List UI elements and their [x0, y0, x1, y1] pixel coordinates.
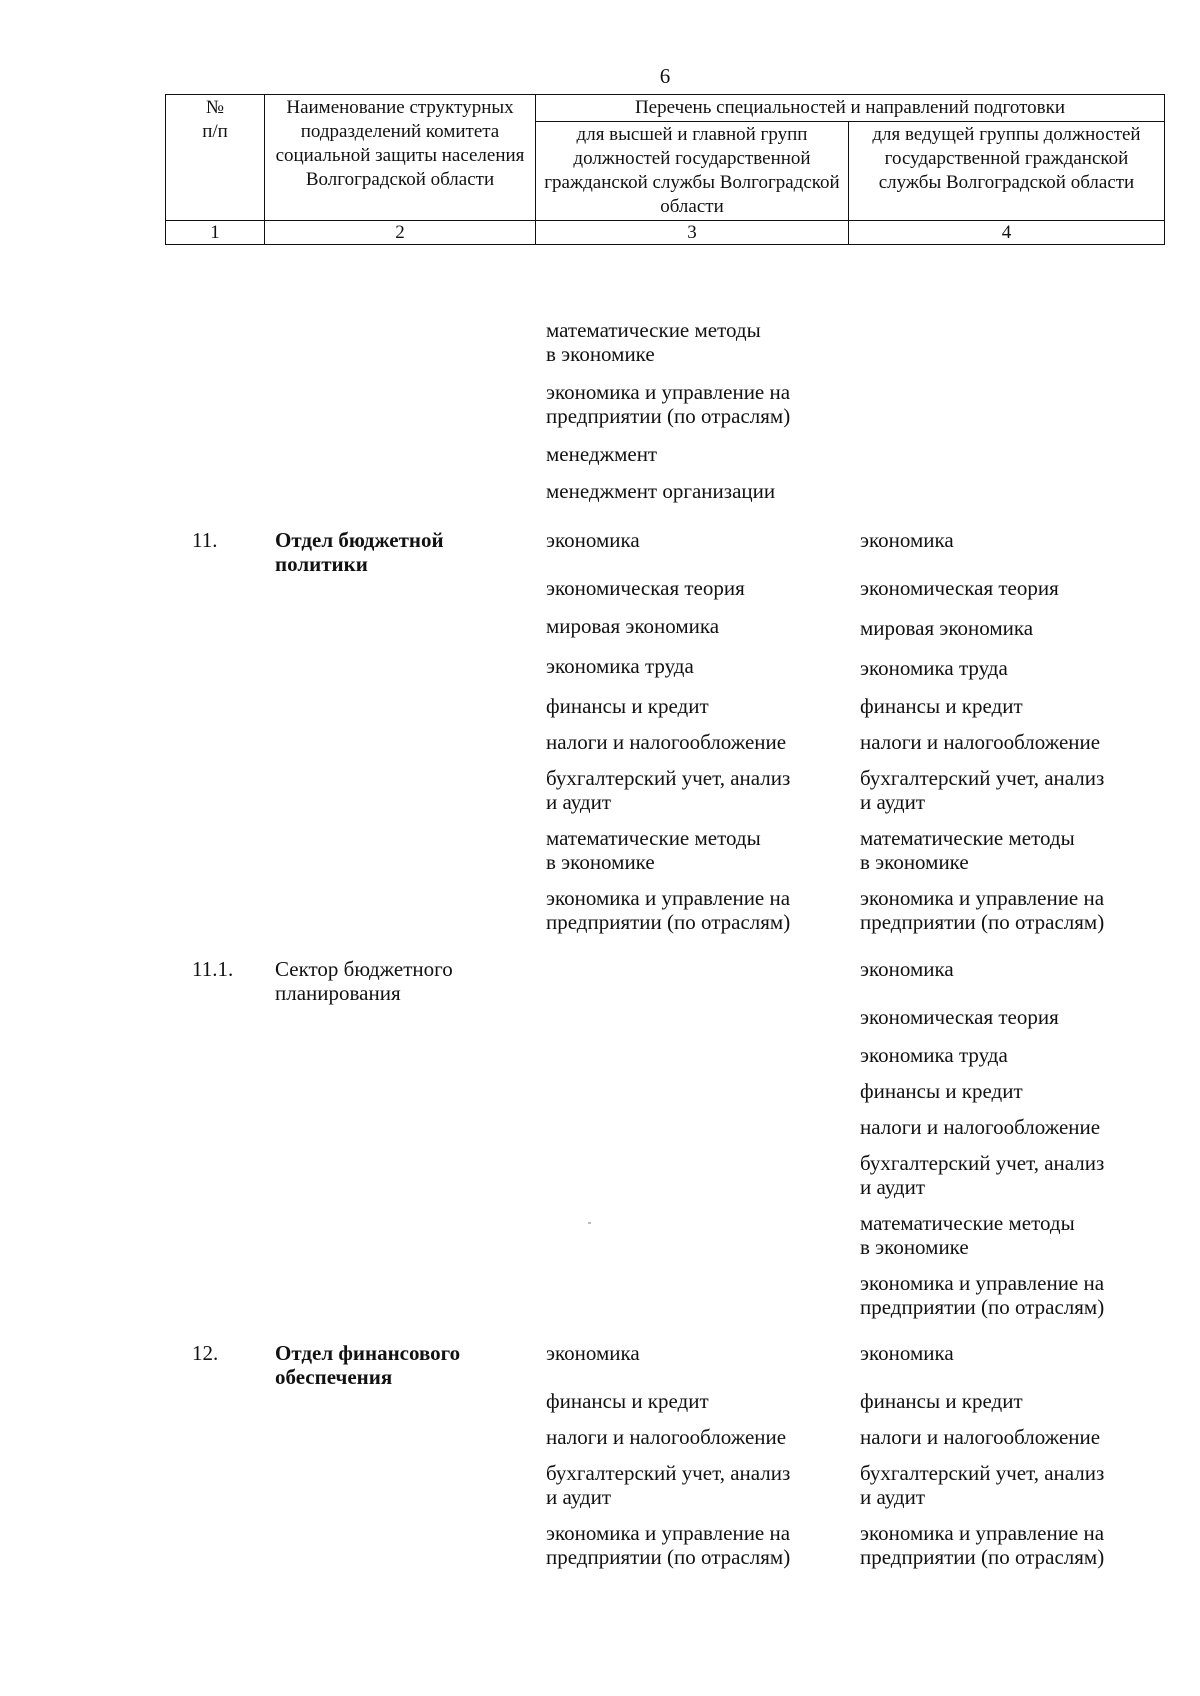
header-group-title: Перечень специальностей и направлений по… [535, 94, 1165, 122]
specialty-item: мировая экономика [860, 616, 1034, 640]
specialty-item: экономика труда [860, 1043, 1008, 1067]
page-number: 6 [659, 64, 671, 88]
specialty-item: экономическая теория [546, 576, 745, 600]
row-number: 12. [192, 1341, 219, 1365]
table-header: № п/п Наименование структурных подраздел… [165, 94, 1165, 245]
specialty-item: экономика [860, 528, 954, 552]
specialty-item: экономика труда [860, 656, 1008, 680]
specialty-item: экономика [860, 1341, 954, 1365]
header-col-leading: для ведущей группы должностей государств… [848, 121, 1165, 221]
specialty-item: экономическая теория [860, 1005, 1059, 1029]
continuation-item: менеджмент организации [546, 479, 776, 503]
specialty-item: налоги и налогообложение [860, 1115, 1101, 1139]
continuation-item: менеджмент [546, 442, 658, 466]
specialty-item: финансы и кредит [860, 694, 1023, 718]
header-number-abbrev: п/п [202, 121, 228, 142]
specialty-item: финансы и кредит [860, 1389, 1023, 1413]
header-col-number: № п/п [165, 94, 265, 221]
specialty-item: экономика [546, 528, 640, 552]
specialty-item: экономика [860, 957, 954, 981]
header-number-sign: № [205, 97, 225, 118]
specialty-item: налоги и налогообложение [860, 1425, 1101, 1449]
specialty-item: налоги и налогообложение [546, 1425, 787, 1449]
specialty-item: налоги и налогообложение [860, 730, 1101, 754]
specialty-item: экономическая теория [860, 576, 1059, 600]
specialty-item: мировая экономика [546, 614, 720, 638]
specialty-item: финансы и кредит [546, 1389, 709, 1413]
header-num-3: 3 [535, 220, 849, 245]
specialty-item: экономика труда [546, 654, 694, 678]
header-col-name: Наименование структурных подразделений к… [264, 94, 536, 221]
header-col-senior: для высшей и главной групп должностей го… [535, 121, 849, 221]
scan-speck [588, 1222, 591, 1224]
specialty-item: налоги и налогообложение [546, 730, 787, 754]
specialty-item: экономика [546, 1341, 640, 1365]
header-num-4: 4 [848, 220, 1165, 245]
row-number: 11. [192, 528, 218, 552]
header-num-1: 1 [165, 220, 265, 245]
specialty-item: финансы и кредит [860, 1079, 1023, 1103]
specialty-item: финансы и кредит [546, 694, 709, 718]
row-number: 11.1. [192, 957, 234, 981]
